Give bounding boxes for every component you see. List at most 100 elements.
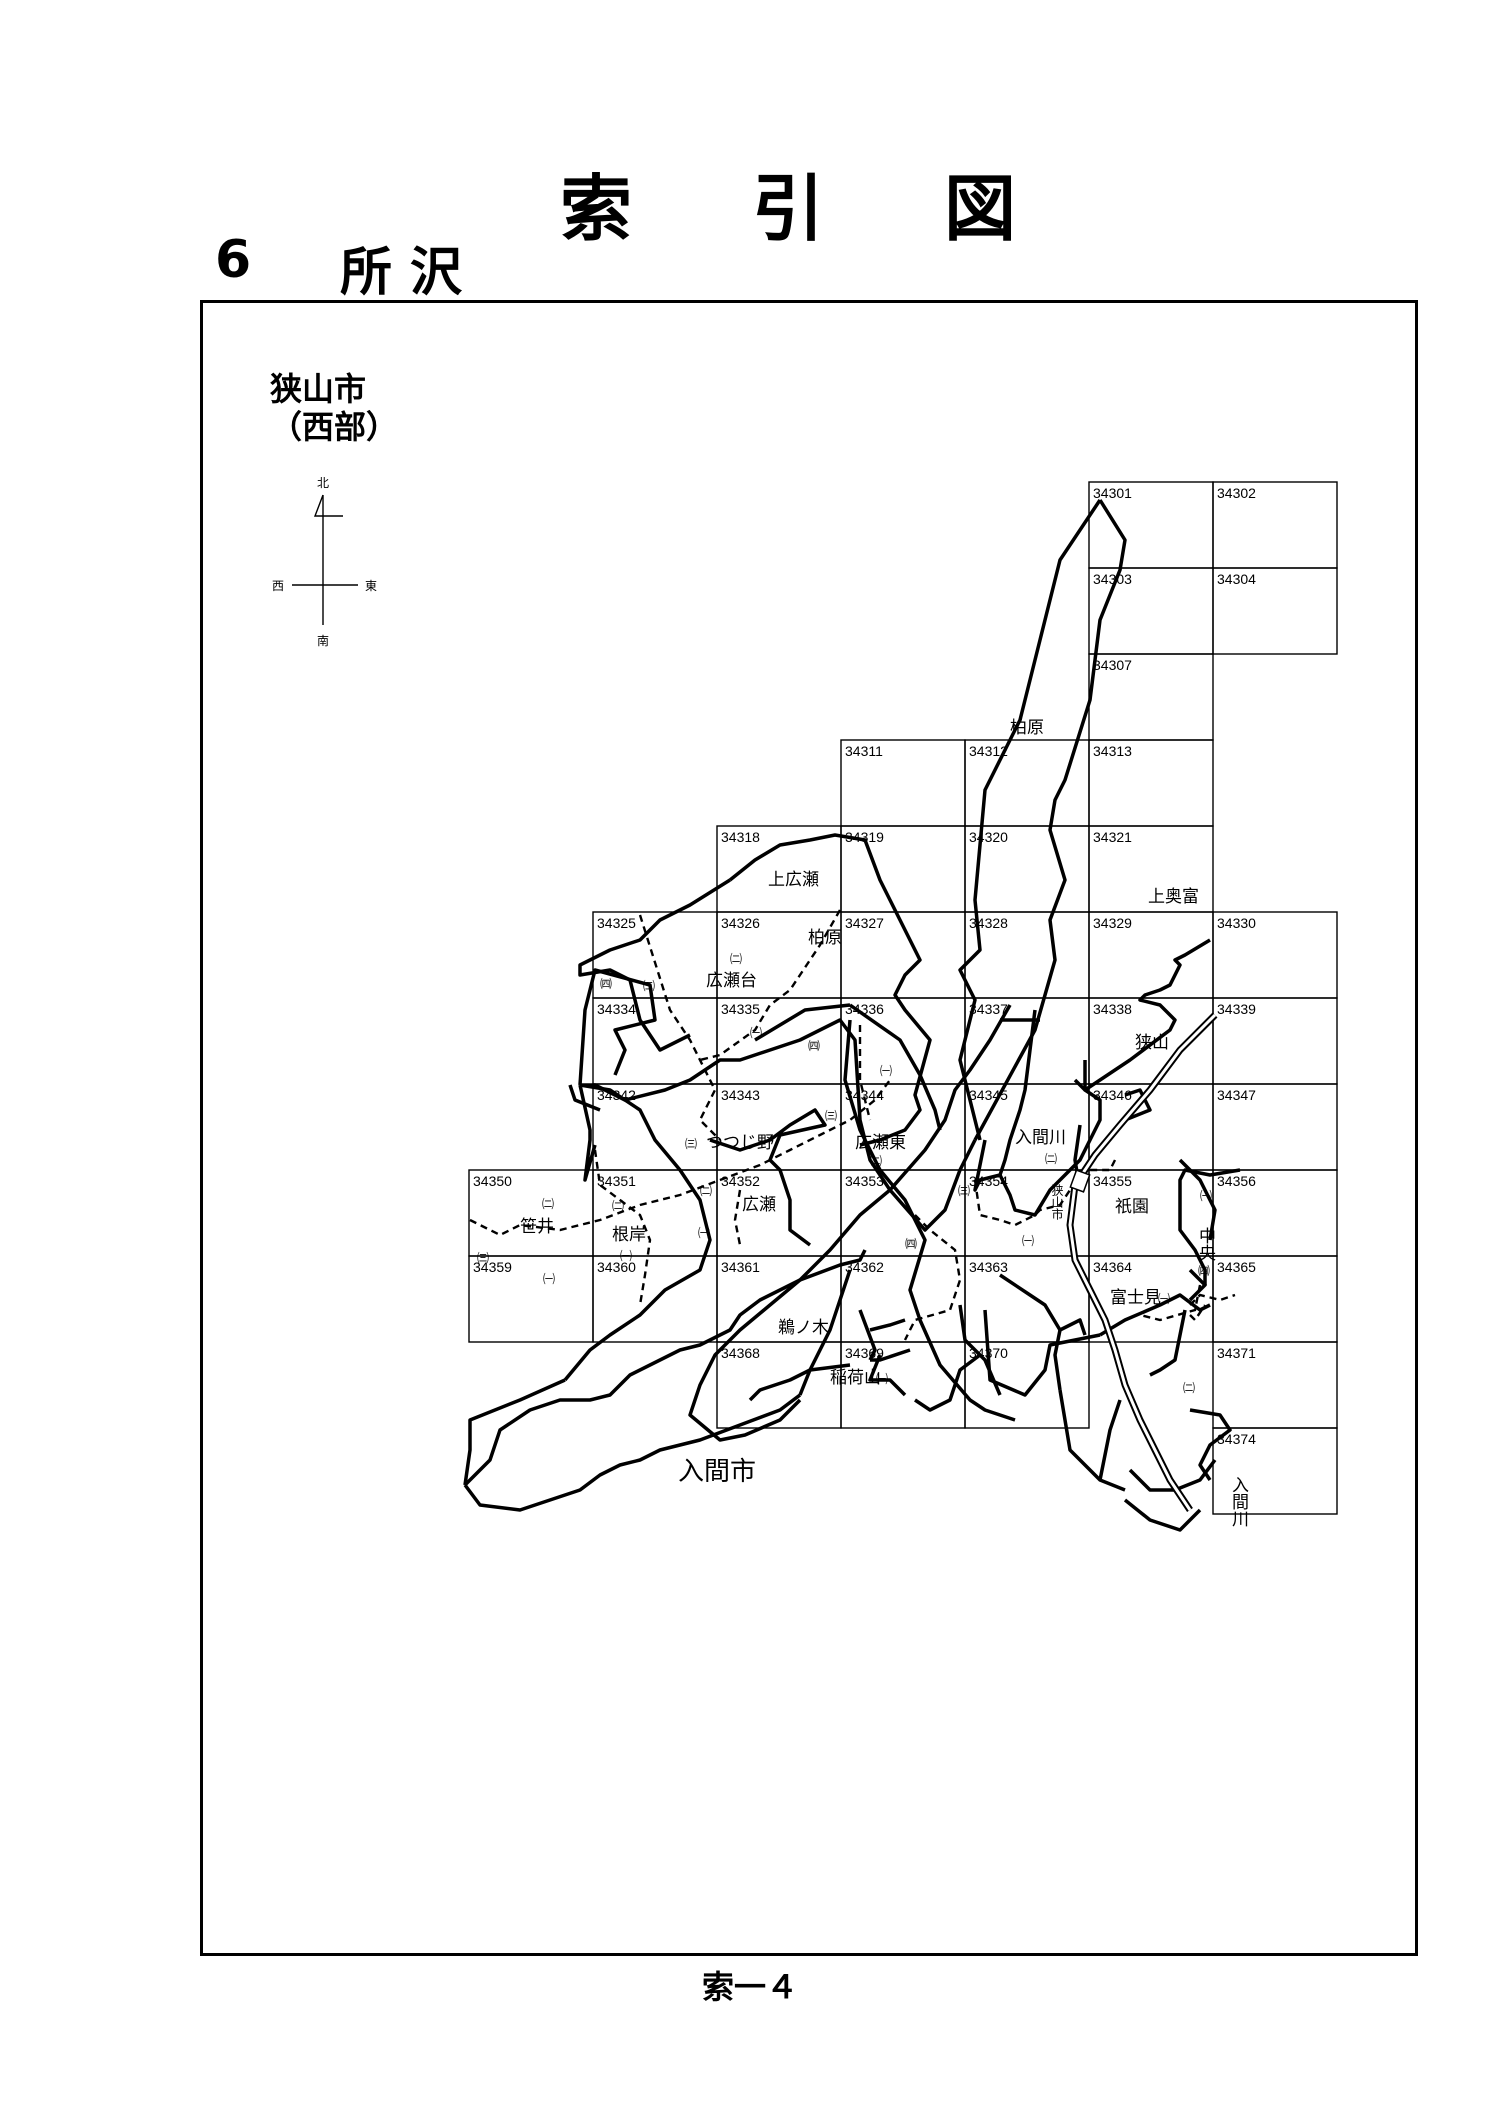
grid-cell-label: 34326 xyxy=(721,915,760,931)
title-char-3: 図 xyxy=(944,167,1017,251)
region-line1: 狭山市 xyxy=(270,370,367,408)
place-hirose-higashi: 広瀬東 xyxy=(855,1133,906,1153)
grid-cell-label: 34334 xyxy=(597,1001,636,1017)
place-hirose: 広瀬 xyxy=(742,1195,776,1215)
compass-west: 西 xyxy=(272,579,284,593)
region-line2: （西部） xyxy=(270,408,399,446)
place-negishi: 根岸 xyxy=(612,1225,646,1245)
title-char-1: 索 xyxy=(560,167,633,251)
grid-cell-label: 34313 xyxy=(1093,743,1132,759)
marker-san: ㈢ xyxy=(958,1184,970,1198)
grid-cell-label: 34302 xyxy=(1217,485,1256,501)
grid-cell-label: 34312 xyxy=(969,743,1008,759)
grid-cell-label: 34371 xyxy=(1217,1345,1256,1361)
grid-cell-label: 34353 xyxy=(845,1173,884,1189)
grid-cell-label: 34344 xyxy=(845,1087,884,1103)
railway-line xyxy=(1066,1012,1218,1512)
grid-cell-label: 34303 xyxy=(1093,571,1132,587)
grid-cell-label: 34327 xyxy=(845,915,884,931)
grid-cell-label: 34307 xyxy=(1093,657,1132,673)
marker-ni: ㈡ xyxy=(542,1197,554,1211)
grid-cell-label: 34330 xyxy=(1217,915,1256,931)
marker-yon: ㈣ xyxy=(1198,1264,1210,1278)
district-dashed-lines xyxy=(469,909,1236,1341)
compass-rose: 北 南 東 西 xyxy=(272,476,377,648)
grid-cell-label: 34363 xyxy=(969,1259,1008,1275)
grid-cell-label: 34329 xyxy=(1093,915,1132,931)
municipal-boundaries xyxy=(463,499,1241,1532)
place-gion: 祇園 xyxy=(1115,1197,1149,1217)
grid-cell-label: 34338 xyxy=(1093,1001,1132,1017)
grid-cell-label: 34336 xyxy=(845,1001,884,1017)
grid-cell-label: 34320 xyxy=(969,829,1008,845)
place-kamiokutomi: 上奥富 xyxy=(1148,887,1199,907)
grid-cell-label: 34325 xyxy=(597,915,636,931)
sub-district-markers: ㈣ ㈢ ㈡ ㈠ ㈣ ㈠ ㈢ ㈢ ㈡ ㈡ ㈡ ㈡ ㈡ ㈢ ㈠ ㈠ ㈠ ㈢ ㈠ ㈣ … xyxy=(477,952,1212,1395)
marker-ichi: ㈠ xyxy=(876,1372,888,1386)
marker-yon: ㈣ xyxy=(808,1039,820,1053)
grid-cell-label: 34361 xyxy=(721,1259,760,1275)
grid-cell-label: 34368 xyxy=(721,1345,760,1361)
grid-cells: 34301 34302 34303 34304 34307 34311 34312 34313… xyxy=(468,481,1338,1515)
grid-cell-label: 34356 xyxy=(1217,1173,1256,1189)
marker-ni: ㈡ xyxy=(612,1199,624,1213)
marker-ni: ㈡ xyxy=(730,952,742,966)
place-kashiwabara-north: 柏原 xyxy=(1010,718,1044,738)
place-tsutsujino: つつじ野 xyxy=(706,1133,774,1153)
place-irumagawa-river: 入間川 xyxy=(1228,1476,1249,1527)
marker-san: ㈢ xyxy=(685,1137,697,1151)
grid-cell-label: 34318 xyxy=(721,829,760,845)
marker-ichi: ㈠ xyxy=(698,1226,710,1240)
grid-cell-label: 34360 xyxy=(597,1259,636,1275)
place-inariyama: 稲荷山 xyxy=(830,1368,881,1388)
page-footer: 索一４ xyxy=(701,1968,798,2006)
compass-north: 北 xyxy=(317,476,329,490)
grid-cell-label: 34347 xyxy=(1217,1087,1256,1103)
grid-cell-label: 34301 xyxy=(1093,485,1132,501)
marker-ichi: ㈠ xyxy=(750,1026,762,1040)
place-fujimi: 富士見 xyxy=(1110,1288,1161,1308)
grid-cell-label: 34350 xyxy=(473,1173,512,1189)
grid-cell-label: 34374 xyxy=(1217,1431,1256,1447)
grid-cell-label: 34311 xyxy=(845,743,883,759)
place-names: 柏原 上広瀬 柏原 上奥富 広瀬台 狭山 つつじ野 広瀬東 入間川 広瀬 笹井 … xyxy=(520,718,1249,1527)
marker-yon: ㈣ xyxy=(600,977,612,991)
place-irumagawa: 入間川 xyxy=(1015,1128,1066,1148)
page-title: 索引図 xyxy=(560,150,1016,255)
grid-cell-label: 34339 xyxy=(1217,1001,1256,1017)
grid-cell-label: 34328 xyxy=(969,915,1008,931)
marker-ni: ㈡ xyxy=(1045,1152,1057,1166)
marker-san: ㈢ xyxy=(643,979,655,993)
marker-ni: ㈡ xyxy=(870,1154,882,1168)
grid-cell xyxy=(1212,1427,1338,1515)
marker-ichi: ㈠ xyxy=(620,1249,632,1263)
grid-cell-label: 34355 xyxy=(1093,1173,1132,1189)
grid-cell-label: 34337 xyxy=(969,1001,1008,1017)
place-sasai: 笹井 xyxy=(520,1217,554,1237)
grid-cell xyxy=(964,1341,1090,1429)
place-sayama: 狭山 xyxy=(1135,1033,1169,1053)
grid-cell-label: 34335 xyxy=(721,1001,760,1017)
place-unoki: 鵜ノ木 xyxy=(778,1318,829,1338)
marker-ni: ㈡ xyxy=(1183,1381,1195,1395)
grid-cell-label: 34304 xyxy=(1217,571,1256,587)
marker-ichi: ㈠ xyxy=(1158,1292,1170,1306)
compass-east: 東 xyxy=(365,579,377,593)
grid-cell xyxy=(1212,567,1338,655)
map-frame xyxy=(200,300,1418,1956)
marker-san: ㈢ xyxy=(825,1109,837,1123)
place-kashiwabara-south: 柏原 xyxy=(808,928,842,948)
grid-cell-label: 34365 xyxy=(1217,1259,1256,1275)
place-irumashi: 入間市 xyxy=(678,1457,756,1487)
grid-cell-label: 34321 xyxy=(1093,829,1132,845)
title-char-2: 引 xyxy=(752,167,825,251)
place-kamihirose: 上広瀬 xyxy=(768,870,819,890)
grid-cell-label: 34359 xyxy=(473,1259,512,1275)
marker-ichi: ㈠ xyxy=(1022,1234,1034,1248)
grid-cell-label: 34351 xyxy=(597,1173,636,1189)
marker-ni: ㈡ xyxy=(700,1184,712,1198)
compass-south: 南 xyxy=(317,633,329,648)
marker-ichi: ㈠ xyxy=(880,1064,892,1078)
place-sayamashi-vertical: 狭山市 xyxy=(1050,1184,1064,1220)
